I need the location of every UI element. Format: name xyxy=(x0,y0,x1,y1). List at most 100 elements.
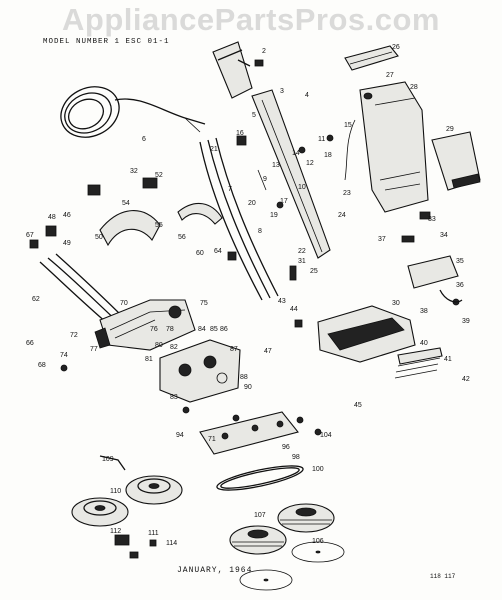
part-label: 98 xyxy=(292,454,300,461)
part-label: 35 xyxy=(456,258,464,265)
watermark: AppliancePartsPros.com xyxy=(62,2,440,37)
part-label: 44 xyxy=(290,306,298,313)
part-label: 9 xyxy=(263,176,267,183)
part-label: 6 xyxy=(142,136,146,143)
part-label: 109 xyxy=(102,456,114,463)
part-label: 43 xyxy=(278,298,286,305)
part-label: 75 xyxy=(200,300,208,307)
part-label: 96 xyxy=(282,444,290,451)
part-label: 47 xyxy=(264,348,272,355)
part-label: 28 xyxy=(410,84,418,91)
part-label: 30 xyxy=(392,300,400,307)
part-label: 88 xyxy=(240,374,248,381)
part-label: 60 xyxy=(196,250,204,257)
part-label: 46 xyxy=(63,212,71,219)
part-label: 45 xyxy=(354,402,362,409)
part-label: 71 xyxy=(208,436,216,443)
gear-box xyxy=(159,339,241,403)
part-label: 52 xyxy=(155,172,163,179)
motor-assembly xyxy=(94,299,196,351)
part-label: 72 xyxy=(70,332,78,339)
part-label: 42 xyxy=(462,376,470,383)
part-label: 21 xyxy=(210,146,218,153)
part-label: 87 xyxy=(230,346,238,353)
part-label: 32 xyxy=(130,168,138,175)
upper-handle-tube xyxy=(212,41,253,99)
part-label: 29 xyxy=(446,126,454,133)
part-label: 34 xyxy=(440,232,448,239)
part-label: 78 xyxy=(166,326,174,333)
part-label: 14 xyxy=(292,150,300,157)
part-label: 56 xyxy=(178,234,186,241)
part-label: 23 xyxy=(343,190,351,197)
part-label: 50 xyxy=(95,234,103,241)
power-cord-coil xyxy=(60,86,206,138)
small-hardware xyxy=(29,59,463,559)
part-label: 5 xyxy=(252,112,256,119)
bracket-plate-96 xyxy=(199,411,299,455)
part-label: 70 xyxy=(120,300,128,307)
part-label: 49 xyxy=(63,240,71,247)
polishing-pads xyxy=(239,541,345,591)
part-label: 81 xyxy=(145,356,153,363)
part-label: 19 xyxy=(270,212,278,219)
part-label: 66 xyxy=(26,340,34,347)
part-label: 33 xyxy=(428,216,436,223)
model-header: MODEL NUMBER 1 ESC 01-1 xyxy=(43,38,170,46)
part-label: 8 xyxy=(258,228,262,235)
part-label: 18 xyxy=(324,152,332,159)
part-label: 104 xyxy=(320,432,332,439)
drive-belt-100 xyxy=(216,465,304,491)
part-label: 62 xyxy=(32,296,40,303)
part-label: 36 xyxy=(456,282,464,289)
part-label: 86 xyxy=(220,326,228,333)
brush-right-rear xyxy=(277,503,335,533)
brush-left-rear xyxy=(125,475,183,505)
lower-handle xyxy=(251,89,331,259)
part-label: 64 xyxy=(214,248,222,255)
housing-base-39 xyxy=(317,305,416,363)
filter-box-29 xyxy=(431,131,481,191)
dust-bag xyxy=(359,81,429,213)
brush-left-front xyxy=(71,497,129,527)
part-label: 40 xyxy=(420,340,428,347)
part-label: 76 xyxy=(150,326,158,333)
part-label: 74 xyxy=(60,352,68,359)
part-label: 27 xyxy=(386,72,394,79)
part-label: 3 xyxy=(280,88,284,95)
part-label: 54 xyxy=(122,200,130,207)
part-label: 22 xyxy=(298,248,306,255)
part-label: 80 xyxy=(155,342,163,349)
part-label: 17 xyxy=(280,198,288,205)
part-label: 31 xyxy=(298,258,306,265)
footer-part-numbers: 118 117 xyxy=(430,573,456,580)
handle-grip-26 xyxy=(344,45,399,71)
brush-right-front xyxy=(229,525,287,555)
part-label: 111 xyxy=(148,530,159,537)
part-label: 90 xyxy=(244,384,252,391)
part-label: 55 xyxy=(155,222,163,229)
part-label: 82 xyxy=(170,344,178,351)
part-label: 11 xyxy=(318,136,326,143)
part-label: 107 xyxy=(254,512,266,519)
part-label: 84 xyxy=(198,326,206,333)
part-label: 112 xyxy=(110,528,122,535)
part-label: 39 xyxy=(462,318,470,325)
part-label: 110 xyxy=(110,488,122,495)
part-label: 13 xyxy=(272,162,280,169)
part-label: 48 xyxy=(48,214,56,221)
lamp-housing-35 xyxy=(407,255,459,289)
part-label: 114 xyxy=(166,540,178,547)
part-label: 26 xyxy=(392,44,400,51)
part-label: 16 xyxy=(236,130,244,137)
part-label: 83 xyxy=(170,394,178,401)
part-label: 94 xyxy=(176,432,184,439)
part-label: 10 xyxy=(298,184,306,191)
part-label: 41 xyxy=(444,356,452,363)
part-label: 67 xyxy=(26,232,34,239)
part-label: 4 xyxy=(305,92,309,99)
part-label: 106 xyxy=(312,538,324,545)
footer-date: JANUARY, 1964 xyxy=(177,566,253,575)
